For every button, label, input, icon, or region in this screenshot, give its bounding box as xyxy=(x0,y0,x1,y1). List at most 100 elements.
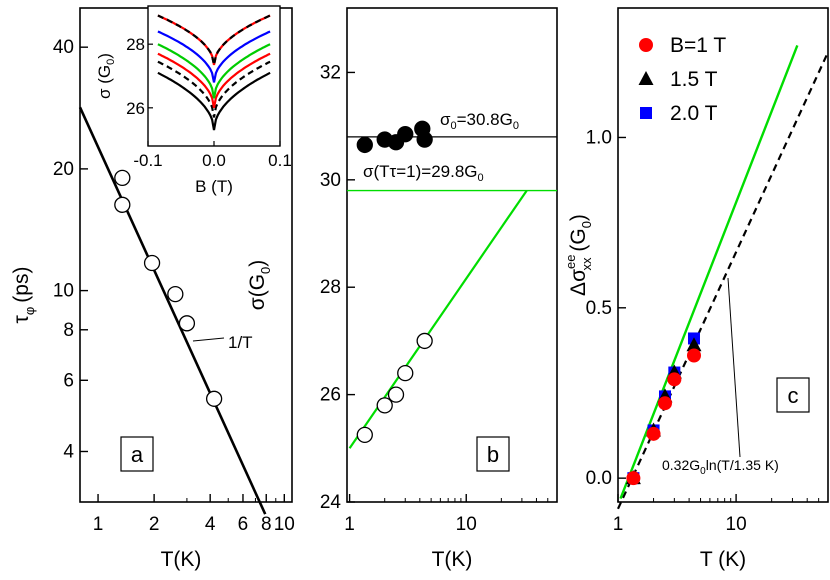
inset-x-label: B (T) xyxy=(195,177,233,196)
panel-a-y-label: τφ (ps) xyxy=(10,267,37,324)
panel-c-annotation-tail: ln(T/1.35 K) xyxy=(706,457,779,473)
inset-curve xyxy=(157,14,271,66)
inset-frame xyxy=(147,5,281,147)
x-tick-label: 8 xyxy=(261,514,272,535)
y-tick-label: 32 xyxy=(320,62,341,83)
y-tick-label: 24 xyxy=(320,492,342,513)
panel-c-frame xyxy=(617,7,829,503)
x-tick-label: 2 xyxy=(149,514,160,535)
panel-c-y-label-subxx: xx xyxy=(579,257,594,271)
y-tick-label: 4 xyxy=(63,441,74,462)
y-tick-label: 0.0 xyxy=(586,468,612,489)
panel-b-y-label-main: σ(G xyxy=(246,274,269,310)
delta-sigma-point-circle xyxy=(646,426,661,441)
panel-a-fit-line xyxy=(78,106,267,515)
inset-curve xyxy=(157,60,271,118)
panel-b-letter: b xyxy=(487,442,499,467)
panel-a-data-points xyxy=(114,169,223,407)
inset-x-tick-label: 0.0 xyxy=(202,151,226,170)
x-tick-label: 10 xyxy=(274,514,295,535)
sigma-point xyxy=(376,397,393,414)
inset-curve xyxy=(157,52,271,109)
x-tick-label: 1 xyxy=(344,514,355,535)
sigma-point xyxy=(397,364,414,382)
panel-c-legend: B=1 T1.5 T2.0 T xyxy=(638,34,726,125)
delta-sigma-point-circle xyxy=(657,396,672,411)
y-tick-label: 30 xyxy=(320,170,341,191)
panel-c-y-label-unit-sub: 0 xyxy=(579,221,594,228)
panel-b-sigma-ttau-label-main: σ(Tτ=1)=29.8G xyxy=(363,162,478,181)
panel-b-letter-box xyxy=(476,436,510,472)
inset-curves xyxy=(157,14,271,131)
inset-x-tick-label: 0.1 xyxy=(268,151,292,170)
inset-curve xyxy=(157,30,271,83)
inset-y-ticks: 26 28 xyxy=(126,35,153,118)
x-tick-label: 1 xyxy=(93,514,104,535)
delta-sigma-point-circle xyxy=(626,471,641,486)
panel-a-annotation: 1/T xyxy=(228,333,253,352)
panel-b-y-label-tail: ) xyxy=(246,260,269,267)
panel-c-annotation: 0.32G0ln(T/1.35 K) xyxy=(662,457,779,477)
panel-b-frame xyxy=(346,7,558,503)
tau-phi-point xyxy=(178,315,196,332)
legend-marker-triangle xyxy=(638,71,654,85)
panel-a-y-label-main: τ xyxy=(10,314,33,323)
panel-a-y-label-unit: (ps) xyxy=(10,267,33,303)
panel-c-y-ticks: 0.0 0.5 1.0 xyxy=(586,127,626,489)
sigma0-point xyxy=(397,126,414,143)
inset-curve xyxy=(157,43,271,99)
panel-b-sigma0-label-tail: =30.8G xyxy=(457,110,513,129)
y-tick-label: 40 xyxy=(53,37,74,58)
y-tick-label: 26 xyxy=(320,385,341,406)
tau-phi-point xyxy=(114,196,131,213)
panel-b-fit-line xyxy=(348,189,528,449)
panel-c-y-label-sup: ee xyxy=(563,254,578,268)
panel-b-y-ticks: 24 26 28 30 32 xyxy=(320,62,355,513)
y-tick-label: 8 xyxy=(63,320,74,341)
panel-c-annotation-leader xyxy=(727,277,741,458)
delta-sigma-point-triangle xyxy=(686,337,702,352)
panel-c-letter-box xyxy=(776,377,810,413)
y-tick-label: 28 xyxy=(320,277,341,298)
panel-c-y-label-unit: (G xyxy=(567,228,590,257)
inset-y-label-main: σ (G xyxy=(95,65,114,99)
panel-a-y-label-sub: φ xyxy=(22,307,37,315)
panel-b-sigma-ttau-label: σ(Tτ=1)=29.8G0 xyxy=(363,162,484,184)
panel-c-x-label: T (K) xyxy=(700,548,746,571)
panel-b-sigma0-label-sub: 0 xyxy=(451,120,457,132)
x-tick-label: 6 xyxy=(238,514,249,535)
y-tick-label: 0.5 xyxy=(586,298,612,319)
tau-phi-point xyxy=(205,390,223,407)
inset-y-tick-label: 28 xyxy=(126,35,145,54)
panel-c-letter: c xyxy=(788,383,799,408)
panel-c-data-points xyxy=(625,332,702,486)
tau-phi-point xyxy=(143,254,161,272)
svg-text:σ (G0): σ (G0) xyxy=(95,53,117,99)
panel-c-y-label-unit-tail: ) xyxy=(567,214,590,221)
sigma0-point xyxy=(356,136,373,154)
y-tick-label: 6 xyxy=(63,370,74,391)
panel-b-sigma0-label-sub2: 0 xyxy=(513,120,519,132)
panel-b-sigma-ttau-label-sub: 0 xyxy=(478,172,484,184)
tau-phi-point xyxy=(167,285,184,303)
y-tick-label: 1.0 xyxy=(586,127,612,148)
legend-marker-circle xyxy=(639,38,653,52)
panel-c-annotation-main: 0.32G xyxy=(662,457,700,473)
sigma-point xyxy=(416,332,433,350)
inset-y-label-sub: 0 xyxy=(105,59,117,65)
panel-b-sigma0-label-main: σ xyxy=(440,110,451,129)
panel-c-annotation-sub: 0 xyxy=(700,466,706,477)
inset-y-tick-label: 26 xyxy=(126,99,145,118)
panel-a-x-label: T(K) xyxy=(161,548,202,571)
sigma-point xyxy=(387,386,405,403)
panel-c-log-fit-line xyxy=(617,51,829,510)
panel-b-x-label: T(K) xyxy=(432,548,473,571)
panel-c-y-label: Δσeexx (G0) xyxy=(563,214,594,296)
y-tick-label: 20 xyxy=(53,159,74,180)
panel-c-y-label-main: Δσ xyxy=(567,269,590,296)
